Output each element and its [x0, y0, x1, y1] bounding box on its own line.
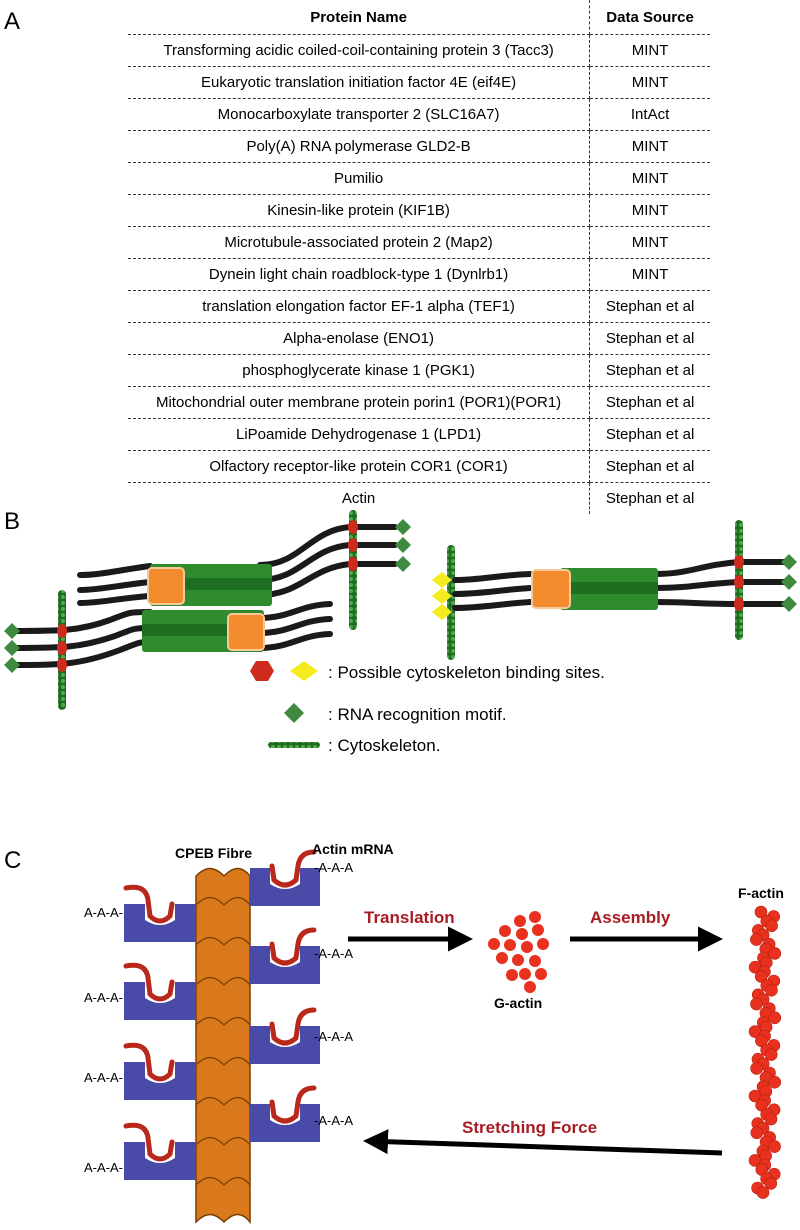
data-source-cell: MINT: [589, 162, 710, 195]
cytoskeleton-strand: [447, 545, 455, 660]
protein-name-cell: Dynein light chain roadblock-type 1 (Dyn…: [128, 258, 591, 291]
data-source-cell: MINT: [589, 194, 710, 227]
assembly-label: Assembly: [590, 908, 671, 927]
panel-c-diagram: CPEB Fibre Actin mRNA A-A-A- A-A-A- A-A-…: [84, 841, 784, 1225]
polya-label: -A-A-A: [314, 1113, 353, 1128]
data-source-cell: Stephan et al: [589, 418, 710, 451]
table-row: Monocarboxylate transporter 2 (SLC16A7)I…: [128, 98, 710, 131]
panel-label-c: C: [4, 847, 21, 874]
protein-name-cell: Eukaryotic translation initiation factor…: [128, 66, 591, 99]
protein-name-cell: Kinesin-like protein (KIF1B): [128, 194, 591, 227]
panel-label-a: A: [4, 8, 21, 35]
green-diamond-icon: [284, 703, 304, 723]
header-data-source: Data Source: [589, 0, 710, 35]
protein-name-cell: phosphoglycerate kinase 1 (PGK1): [128, 354, 591, 387]
header-protein-name: Protein Name: [128, 0, 591, 35]
polya-label: A-A-A-: [84, 1070, 123, 1085]
table-row: Dynein light chain roadblock-type 1 (Dyn…: [128, 258, 710, 291]
table-row: Mitochondrial outer membrane protein por…: [128, 386, 710, 419]
polya-label: A-A-A-: [84, 1160, 123, 1175]
legend-rrm-text: : RNA recognition motif.: [328, 705, 507, 724]
table-header-row: Protein Name Data Source: [128, 0, 710, 35]
f-actin-label: F-actin: [738, 885, 784, 901]
data-source-cell: MINT: [589, 258, 710, 291]
protein-name-cell: translation elongation factor EF-1 alpha…: [128, 290, 591, 323]
protein-name-cell: Alpha-enolase (ENO1): [128, 322, 591, 355]
data-source-cell: Stephan et al: [589, 386, 710, 419]
table-row: Actin Stephan et al: [128, 482, 710, 514]
protein-name-cell: Transforming acidic coiled-coil-containi…: [128, 34, 591, 67]
dimer-complex-left: [4, 510, 411, 710]
cytoskeleton-icon: [268, 742, 320, 748]
protein-name-cell: Actin: [128, 482, 591, 514]
data-source-cell: MINT: [589, 226, 710, 259]
table-row: Transforming acidic coiled-coil-containi…: [128, 34, 710, 67]
polya-label: -A-A-A: [314, 1029, 353, 1044]
table-row: translation elongation factor EF-1 alpha…: [128, 290, 710, 323]
yellow-diamond-icon: [290, 661, 318, 681]
legend-binding-text: : Possible cytoskeleton binding sites.: [328, 663, 605, 682]
protein-name-cell: Mitochondrial outer membrane protein por…: [128, 386, 591, 419]
table-row: Eukaryotic translation initiation factor…: [128, 66, 710, 99]
table-row: Alpha-enolase (ENO1)Stephan et al: [128, 322, 710, 355]
protein-name-cell: Poly(A) RNA polymerase GLD2-B: [128, 130, 591, 163]
cpeb-fibre: [195, 867, 251, 1225]
data-source-cell: MINT: [589, 130, 710, 163]
table-row: Microtubule-associated protein 2 (Map2)M…: [128, 226, 710, 259]
polya-label: A-A-A-: [84, 990, 123, 1005]
stretching-force-arrow: [363, 1129, 723, 1156]
polya-label: A-A-A-: [84, 905, 123, 920]
cpeb-fibre-label: CPEB Fibre: [175, 845, 252, 861]
protein-name-cell: LiPoamide Dehydrogenase 1 (LPD1): [128, 418, 591, 451]
actin-mrna-label: Actin mRNA: [312, 841, 394, 857]
protein-name-cell: Microtubule-associated protein 2 (Map2): [128, 226, 591, 259]
data-source-cell: MINT: [589, 66, 710, 99]
data-source-cell: Stephan et al: [605, 490, 695, 507]
complex-right: [432, 520, 797, 660]
protein-name-cell: Pumilio: [128, 162, 591, 195]
table-row: Olfactory receptor-like protein COR1 (CO…: [128, 450, 710, 483]
protein-name-cell: Monocarboxylate transporter 2 (SLC16A7): [128, 98, 591, 131]
panel-label-b: B: [4, 508, 21, 535]
translation-label: Translation: [364, 908, 455, 927]
stretching-force-label: Stretching Force: [462, 1118, 597, 1137]
polya-label: -A-A-A: [314, 860, 353, 875]
hexagon-icon: [250, 661, 274, 681]
g-actin-label: G-actin: [494, 995, 542, 1011]
data-source-cell: Stephan et al: [589, 354, 710, 387]
table-row: Kinesin-like protein (KIF1B)MINT: [128, 194, 710, 227]
table-row: phosphoglycerate kinase 1 (PGK1)Stephan …: [128, 354, 710, 387]
data-source-cell: Stephan et al: [589, 290, 710, 323]
f-actin-filament: [748, 905, 782, 1199]
table-row: LiPoamide Dehydrogenase 1 (LPD1)Stephan …: [128, 418, 710, 451]
polya-label: -A-A-A: [314, 946, 353, 961]
data-source-cell: Stephan et al: [589, 450, 710, 483]
protein-table: Protein Name Data Source Transforming ac…: [128, 0, 710, 514]
g-actin-cluster: [488, 911, 549, 993]
data-source-cell: Stephan et al: [589, 322, 710, 355]
data-source-cell: IntAct: [589, 98, 710, 131]
data-source-cell: MINT: [589, 34, 710, 67]
legend: : Possible cytoskeleton binding sites. :…: [250, 661, 605, 755]
legend-cyto-text: : Cytoskeleton.: [328, 736, 440, 755]
protein-name-cell: Olfactory receptor-like protein COR1 (CO…: [128, 450, 591, 483]
